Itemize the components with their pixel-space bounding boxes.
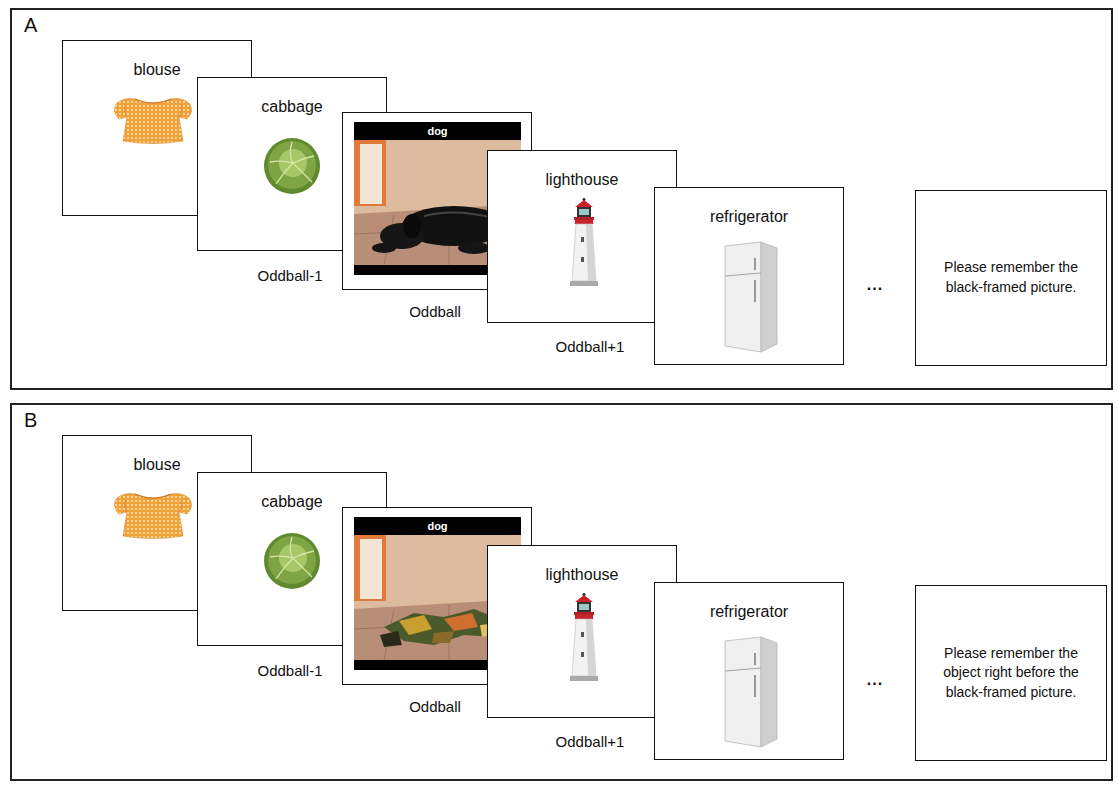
instruction-box: Please remember the black-framed picture… bbox=[915, 190, 1107, 366]
stimulus-card: refrigerator bbox=[654, 582, 844, 760]
object-picture bbox=[111, 93, 195, 145]
experiment-panel: Bblouse cabbage dog lighthouse refrigeratorP… bbox=[10, 403, 1113, 781]
object-word: lighthouse bbox=[546, 566, 619, 584]
object-picture bbox=[264, 138, 320, 194]
object-word: blouse bbox=[133, 456, 180, 474]
position-label: Oddball-1 bbox=[257, 267, 322, 284]
object-picture bbox=[570, 198, 598, 286]
instruction-text: Please remember the black-framed picture… bbox=[941, 258, 1081, 297]
object-picture bbox=[562, 197, 606, 287]
panel-letter: A bbox=[24, 14, 37, 37]
instruction-box: Please remember the object right before … bbox=[915, 585, 1107, 761]
stimulus-card: lighthouse bbox=[487, 545, 677, 718]
object-picture bbox=[114, 99, 191, 144]
stimulus-card: lighthouse bbox=[487, 150, 677, 323]
object-word: lighthouse bbox=[546, 171, 619, 189]
object-word: refrigerator bbox=[710, 603, 788, 621]
position-label: Oddball bbox=[409, 698, 461, 715]
object-picture bbox=[264, 533, 320, 589]
object-picture bbox=[562, 592, 606, 682]
position-label: Oddball-1 bbox=[257, 662, 322, 679]
object-word: cabbage bbox=[261, 493, 322, 511]
object-word: dog bbox=[354, 517, 521, 535]
object-picture bbox=[111, 488, 195, 540]
object-word: cabbage bbox=[261, 98, 322, 116]
instruction-text: Please remember the object right before … bbox=[941, 644, 1081, 703]
position-label: Oddball+1 bbox=[556, 338, 625, 355]
experiment-panel: Ablouse cabbage dog lighthouse refrigeratorP… bbox=[10, 8, 1113, 390]
object-word: dog bbox=[354, 122, 521, 140]
position-label: Oddball bbox=[409, 303, 461, 320]
object-picture bbox=[725, 637, 777, 747]
ellipsis: ... bbox=[867, 671, 883, 689]
object-word: refrigerator bbox=[710, 208, 788, 226]
object-picture bbox=[721, 238, 781, 354]
object-picture bbox=[262, 531, 322, 591]
object-picture bbox=[262, 136, 322, 196]
object-picture bbox=[114, 494, 191, 539]
object-picture bbox=[725, 242, 777, 352]
panel-letter: B bbox=[24, 409, 37, 432]
stimulus-card: refrigerator bbox=[654, 187, 844, 365]
ellipsis: ... bbox=[867, 276, 883, 294]
object-word: blouse bbox=[133, 61, 180, 79]
object-picture bbox=[721, 633, 781, 749]
object-picture bbox=[570, 593, 598, 681]
position-label: Oddball+1 bbox=[556, 733, 625, 750]
